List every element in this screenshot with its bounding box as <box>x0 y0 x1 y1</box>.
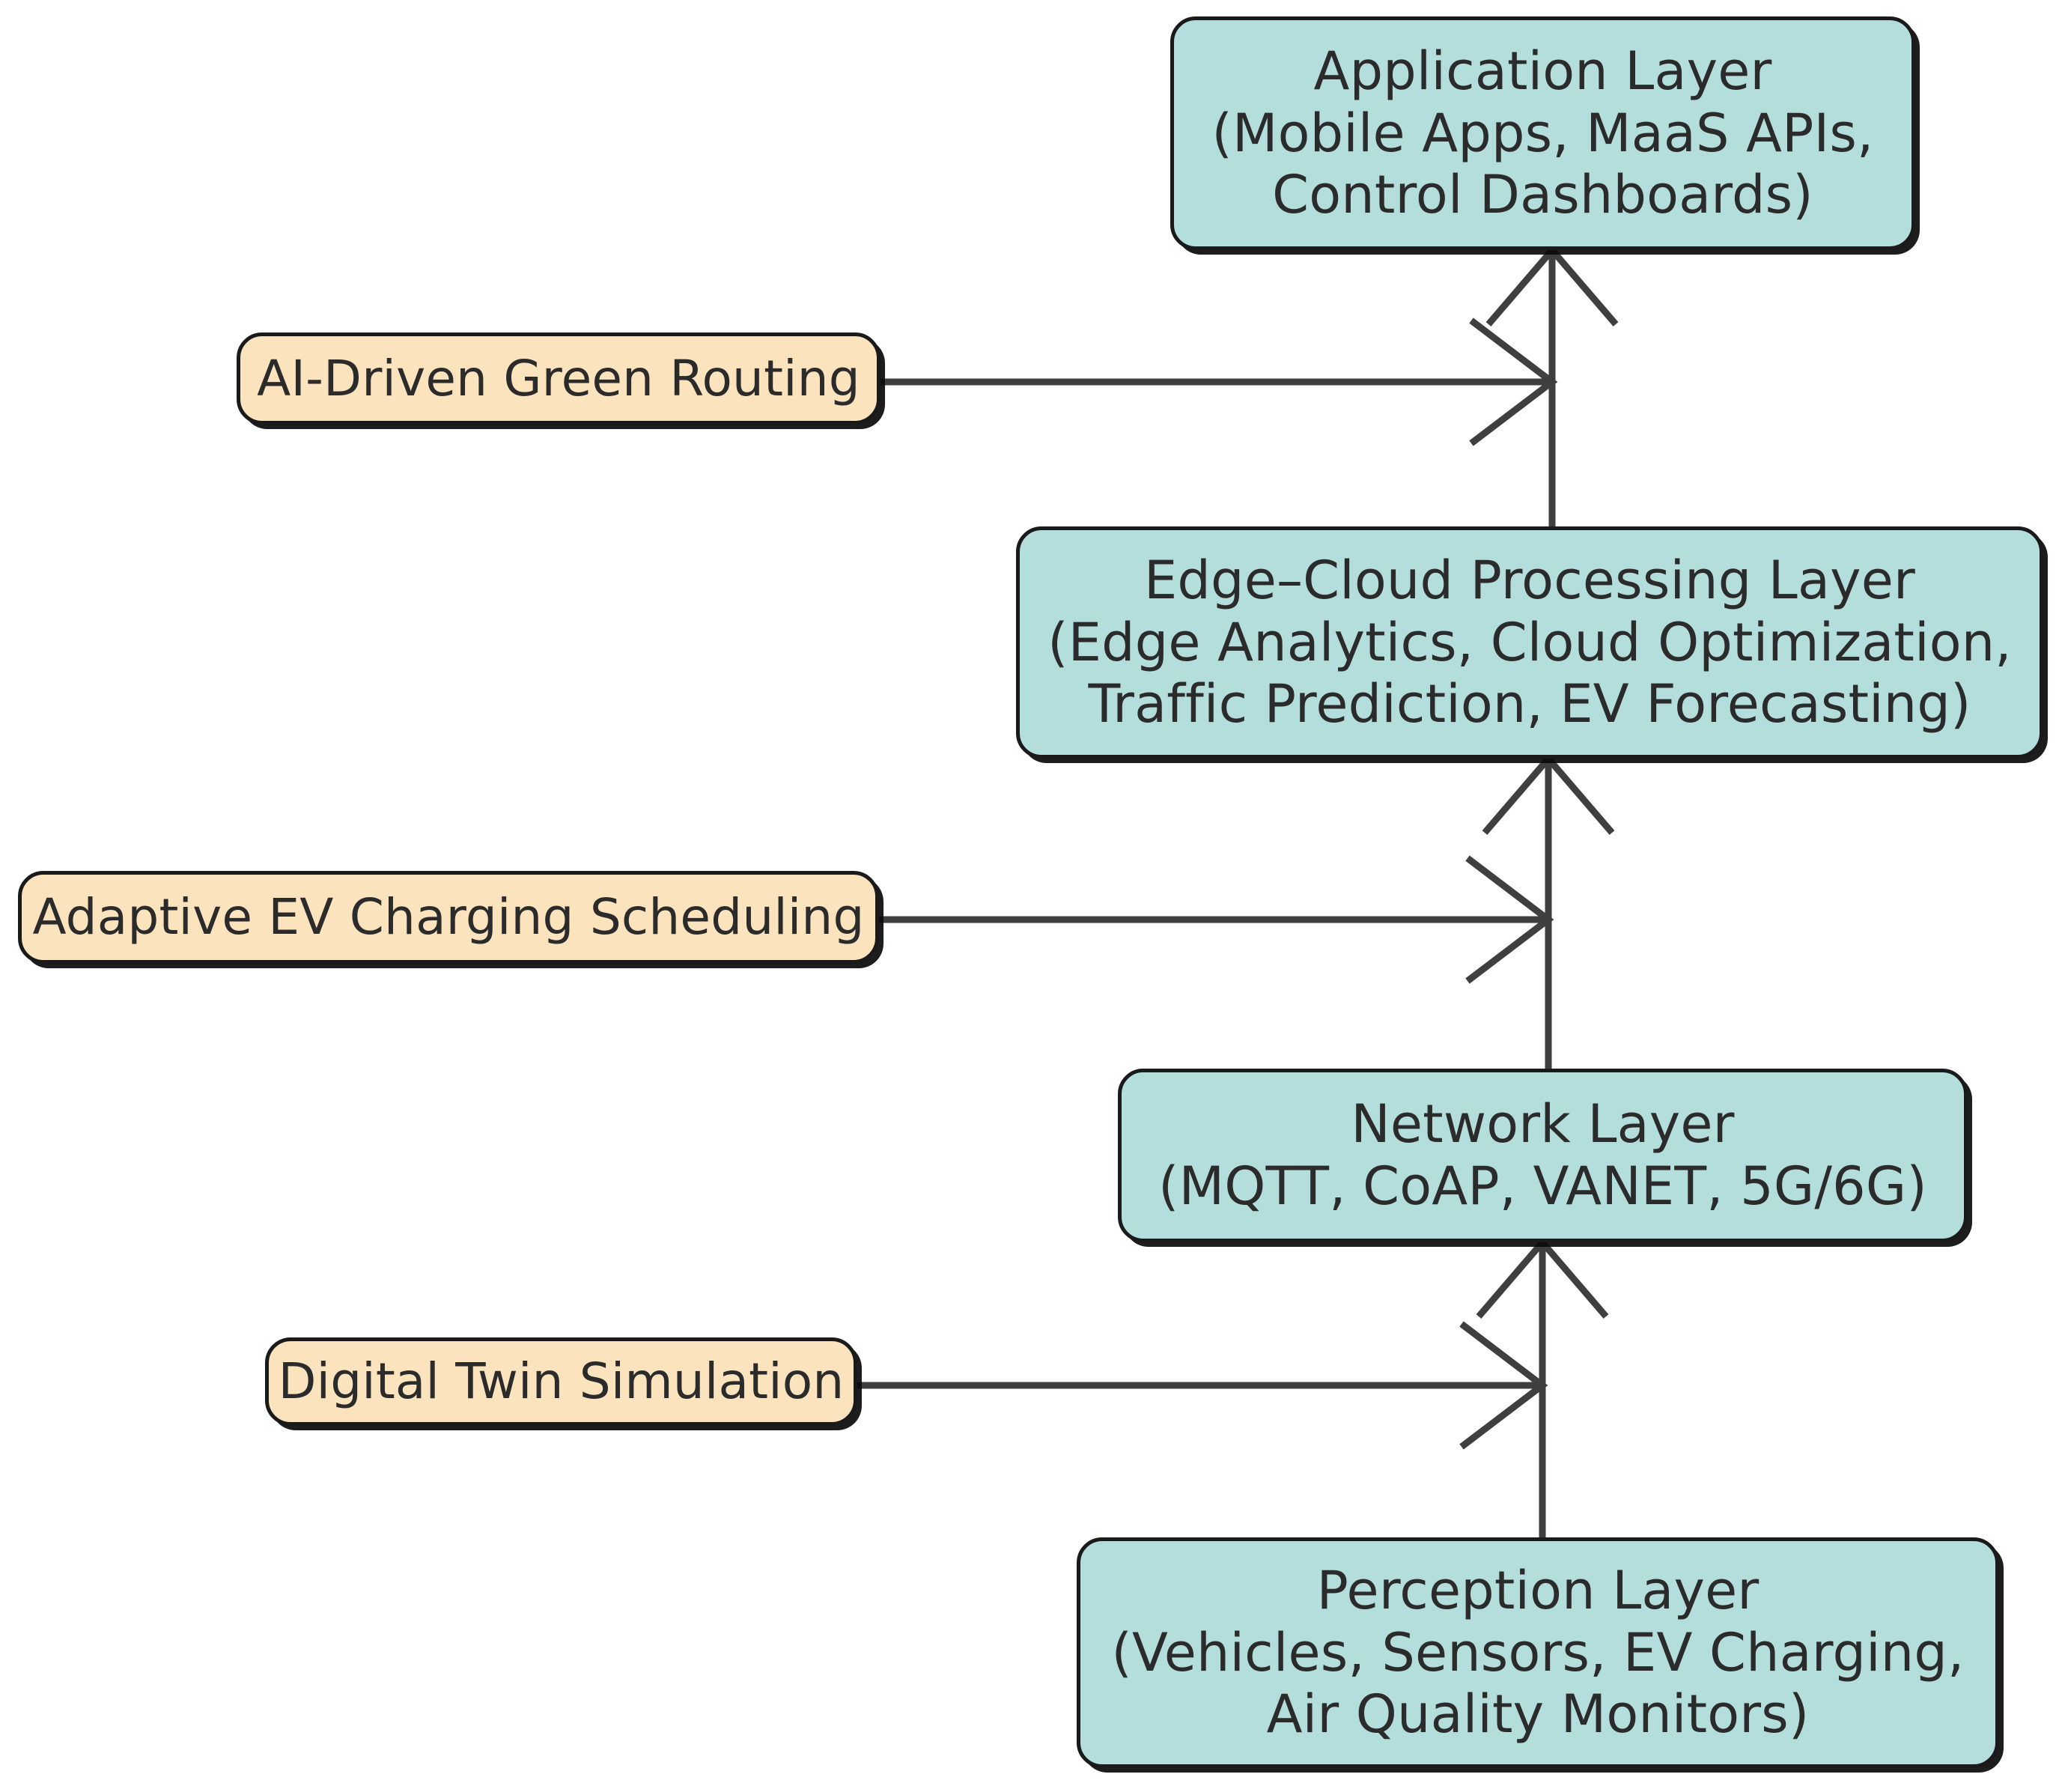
node-digital-twin-simulation-label: Digital Twin Simulation <box>278 1352 845 1411</box>
node-digital-twin-simulation[interactable]: Digital Twin Simulation <box>265 1337 857 1426</box>
node-perception-layer[interactable]: Perception Layer (Vehicles, Sensors, EV … <box>1077 1537 1999 1768</box>
node-application-layer-line-1: Application Layer <box>1313 40 1772 103</box>
edge-perception-to-network <box>1476 1237 1609 1537</box>
edge-greenrouting-to-application <box>881 318 1558 446</box>
node-network-layer-line-2: (MQTT, CoAP, VANET, 5G/6G) <box>1158 1155 1927 1217</box>
node-adaptive-ev-charging-scheduling[interactable]: Adaptive EV Charging Scheduling <box>18 871 879 964</box>
node-edge-cloud-layer-line-2: (Edge Analytics, Cloud Optimization, <box>1047 611 2012 673</box>
node-edge-cloud-layer-line-3: Traffic Prediction, EV Forecasting) <box>1088 673 1971 735</box>
node-adaptive-ev-charging-scheduling-label: Adaptive EV Charging Scheduling <box>32 888 865 947</box>
node-perception-layer-line-1: Perception Layer <box>1316 1560 1760 1622</box>
node-edge-cloud-layer-line-1: Edge–Cloud Processing Layer <box>1144 550 1915 612</box>
node-network-layer[interactable]: Network Layer (MQTT, CoAP, VANET, 5G/6G) <box>1118 1069 1968 1242</box>
edge-network-to-edgecloud <box>1482 753 1615 1069</box>
node-ai-driven-green-routing[interactable]: AI-Driven Green Routing <box>237 332 881 425</box>
node-edge-cloud-processing-layer[interactable]: Edge–Cloud Processing Layer (Edge Analyt… <box>1016 526 2043 759</box>
node-perception-layer-line-2: (Vehicles, Sensors, EV Charging, <box>1111 1621 1965 1683</box>
node-application-layer-line-3: Control Dashboards) <box>1272 164 1813 226</box>
edge-digitaltwin-to-network <box>857 1321 1548 1450</box>
node-ai-driven-green-routing-label: AI-Driven Green Routing <box>257 349 860 407</box>
edge-edgecloud-to-application <box>1485 245 1619 526</box>
node-application-layer[interactable]: Application Layer (Mobile Apps, MaaS API… <box>1170 16 1915 250</box>
node-perception-layer-line-3: Air Quality Monitors) <box>1266 1683 1810 1746</box>
node-network-layer-line-1: Network Layer <box>1351 1093 1735 1155</box>
node-application-layer-line-2: (Mobile Apps, MaaS APIs, <box>1211 102 1874 164</box>
edge-evcharging-to-edgecloud <box>879 855 1554 984</box>
